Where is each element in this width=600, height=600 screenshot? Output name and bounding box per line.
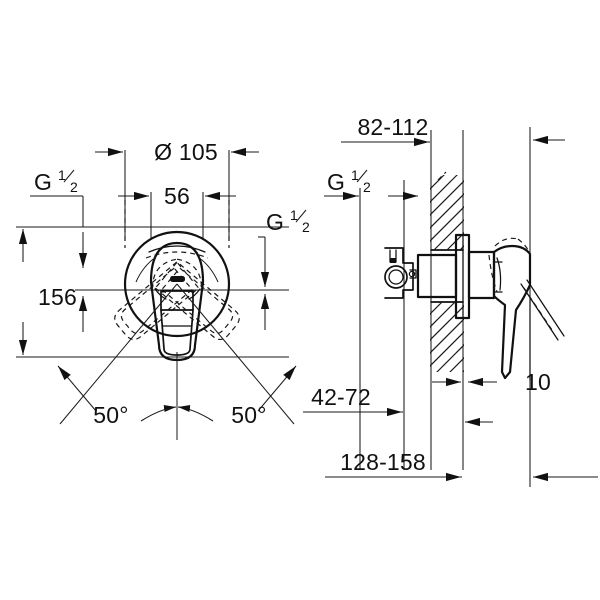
- thread-label-side: G 1 2: [327, 167, 371, 195]
- thread-numerator-front-right: 1: [290, 207, 298, 223]
- dimension-depth-42-72: 42-72: [303, 384, 403, 417]
- dimension-angle-right-50: 50°: [177, 365, 297, 428]
- thread-leader-front-left: G 1 2: [30, 167, 88, 268]
- dimension-label-width-56: 56: [164, 183, 190, 209]
- thread-denominator-side: 2: [363, 179, 371, 195]
- cartridge-hub: [467, 250, 496, 300]
- thread-leader-front-right: G 1 2: [258, 207, 310, 330]
- dimension-label-depth-128-158: 128-158: [340, 449, 426, 475]
- lever-swing-positions: [114, 258, 240, 341]
- thread-numerator-side: 1: [351, 167, 359, 183]
- angle-ray-left: [59, 283, 178, 425]
- rosette-inner-detail: [145, 245, 209, 259]
- wall-section-lower: [430, 301, 464, 372]
- front-view-group: Ø 105 56 156 G 1: [16, 139, 310, 440]
- dimension-label-height-156: 156: [38, 284, 77, 310]
- dimension-diameter-105: Ø 105: [95, 139, 259, 165]
- dimension-label-angle-right: 50°: [231, 402, 266, 428]
- dimension-label-diameter-105: Ø 105: [154, 139, 218, 165]
- dimension-height-156: 156: [18, 229, 77, 355]
- lever-side-outline: [492, 244, 532, 380]
- swing-arc-left: [135, 256, 157, 283]
- thread-letter-side: G: [327, 169, 345, 195]
- swing-arc-right: [197, 256, 219, 283]
- indicator-slot: [170, 276, 185, 282]
- inlet-fitting-hole: [408, 270, 416, 278]
- lever-inner-edge: [496, 257, 502, 291]
- dimension-depth-82-112: 82-112: [341, 114, 430, 147]
- thread-label-front-left: G 1 2: [34, 167, 78, 195]
- lever-handle-side: [488, 237, 565, 381]
- thread-label-front-right: G 1 2: [266, 207, 310, 235]
- wall-hatch-lower: [430, 302, 464, 372]
- lever-alt-arc-left: [488, 254, 498, 293]
- angle-ray-right: [176, 283, 295, 425]
- front-view-extension-lines: [16, 150, 289, 358]
- wall-break-line-upper: [437, 171, 447, 181]
- stop-valve-slot: [390, 258, 396, 263]
- thread-denominator-front-left: 2: [70, 179, 78, 195]
- dimension-label-angle-left: 50°: [93, 402, 128, 428]
- dimension-angle-left-50: 50°: [57, 365, 177, 428]
- dimension-label-depth-82-112: 82-112: [357, 114, 428, 140]
- handle-body-outline: [149, 241, 205, 362]
- lever-alt-arc-top: [494, 237, 519, 247]
- marker-dot-left: [161, 289, 165, 293]
- handle-upper-recess: [160, 290, 194, 311]
- marker-dot-right: [190, 289, 194, 293]
- dimension-label-depth-42-72: 42-72: [311, 384, 371, 410]
- escutcheon-plate: [454, 233, 471, 320]
- thread-letter-front-right: G: [266, 209, 284, 235]
- lever-swing-line-b: [526, 279, 565, 337]
- thread-numerator-front-left: 1: [58, 167, 66, 183]
- inlet-fitting: [409, 269, 417, 279]
- thread-denominator-front-right: 2: [302, 219, 310, 235]
- angle-construction: [59, 283, 295, 425]
- side-section-view-group: 82-112 G 1 2: [303, 114, 598, 487]
- dimension-label-depth-10: 10: [525, 369, 551, 395]
- rosette-outline: [123, 230, 231, 338]
- thread-leader-side: G 1 2: [324, 167, 418, 201]
- inlet-port-inner: [388, 269, 404, 285]
- dimension-depth-128-158: 128-158: [325, 449, 462, 482]
- dimension-width-56: 56: [118, 183, 236, 209]
- dimension-depth-10: 10: [432, 369, 551, 395]
- lever-alt-arc-right: [517, 238, 531, 255]
- thread-letter-front-left: G: [34, 169, 52, 195]
- valve-body: [384, 247, 458, 299]
- inlet-port-outer: [384, 265, 408, 289]
